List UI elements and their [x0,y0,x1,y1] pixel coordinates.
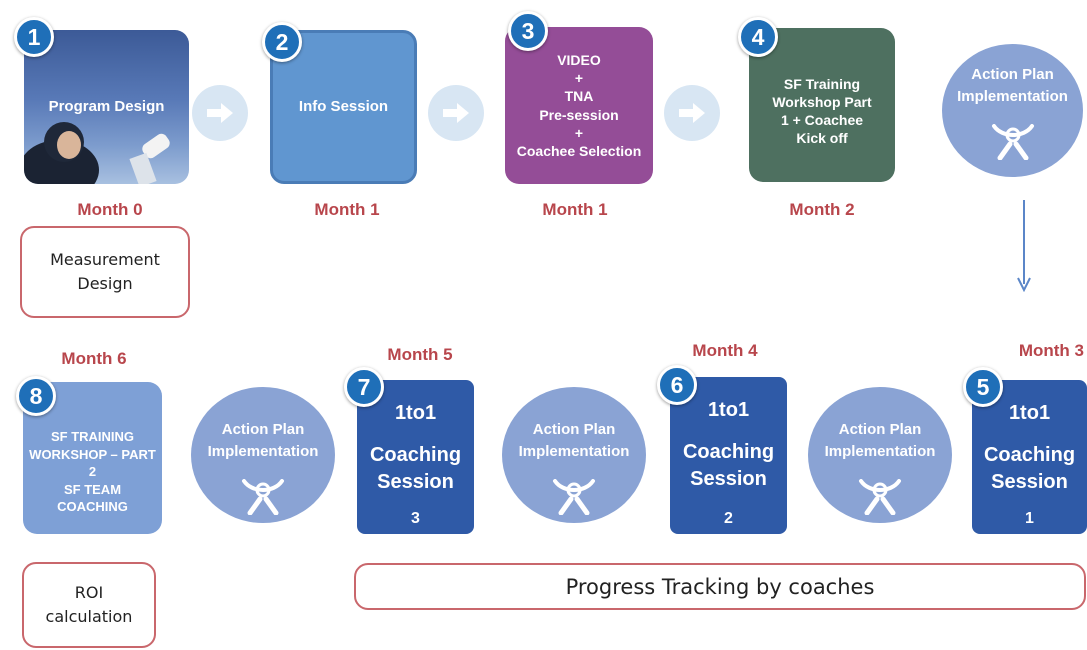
step-5-line4: 1 [1025,510,1034,527]
action-plan-circle-1: Action Plan Implementation [191,387,335,523]
action-plan-line2: Implementation [518,442,630,460]
down-arrow-icon [1017,200,1031,292]
step-3-line4: Pre-session [539,106,619,123]
action-plan-line1: Action Plan [532,421,616,438]
measurement-line1: Measurement [50,250,160,269]
step-5-box: 1to1 Coaching Session 1 [972,380,1087,534]
right-arrow-icon [443,103,469,123]
step-6-line3: Session [690,468,767,490]
measurement-line2: Design [77,274,133,293]
person-icon [553,479,595,515]
step-1-month: Month 0 [77,200,143,219]
step-8-box: SF TRAINING WORKSHOP – PART 2 SF TEAM CO… [23,382,162,534]
flow-arrow-1 [192,85,248,141]
person-icon [991,124,1034,160]
step-5-badge: 5 [963,367,1003,407]
step-2-box: Info Session [270,30,417,184]
step-7-line4: 3 [411,510,420,527]
step-7-line3: Session [377,471,454,493]
step-1-box: Program Design [24,30,189,184]
roi-line1: ROI [74,583,104,602]
step-2-badge: 2 [262,22,302,62]
step-8-badge: 8 [16,376,56,416]
action-plan-circle-3: Action Plan Implementation [808,387,952,523]
step-7-box: 1to1 Coaching Session 3 [357,380,474,534]
step-3-line5: + [574,124,584,141]
step-6-month: Month 4 [692,341,758,360]
right-arrow-icon [679,103,705,123]
step-3-line1: VIDEO [557,51,601,68]
flow-arrow-2 [428,85,484,141]
measurement-design-box: Measurement Design [20,226,190,318]
step-7-month: Month 5 [387,345,453,364]
step-3-month: Month 1 [542,200,608,219]
action-plan-circle-2: Action Plan Implementation [502,387,646,523]
action-plan-line1: Action Plan [221,421,305,438]
flow-arrow-3 [664,85,720,141]
step-7-badge: 7 [344,367,384,407]
action-plan-line2: Implementation [957,87,1068,105]
action-plan-line1: Action Plan [971,66,1054,83]
step-8-line2: WORKSHOP – PART [29,446,156,462]
step-8-line1: SF TRAINING [50,429,135,445]
step-1-badge: 1 [14,17,54,57]
step-3-line2: + [574,70,584,87]
step-7-line1: 1to1 [394,402,437,424]
roi-calculation-box: ROI calculation [22,562,156,648]
action-plan-line2: Implementation [824,442,936,460]
step-4-line3: 1 + Coachee [780,112,864,128]
action-plan-circle-top: Action Plan Implementation [942,44,1083,177]
step-5-month: Month 3 [1018,341,1084,360]
step-8-line3: 2 [88,464,97,480]
step-4-box: SF Training Workshop Part 1 + Coachee Ki… [749,28,895,182]
step-8-line4: SF TEAM [63,481,122,497]
person-icon [859,479,901,515]
step-6-line4: 2 [724,510,733,527]
person-icon [242,479,284,515]
progress-tracking-label: Progress Tracking by coaches [565,574,875,599]
person-photo-icon [24,122,170,184]
step-2-month: Month 1 [314,200,380,219]
step-4-line4: Kick off [796,130,848,147]
roi-line2: calculation [45,607,133,626]
right-arrow-icon [207,103,233,123]
step-4-badge: 4 [738,17,778,57]
step-8-line5: COACHING [57,499,128,515]
progress-tracking-box: Progress Tracking by coaches [354,563,1086,610]
step-8-month: Month 6 [61,349,127,368]
step-6-line1: 1to1 [707,399,750,421]
step-2-label: Info Session [298,98,389,115]
step-3-box: VIDEO + TNA Pre-session + Coachee Select… [505,27,653,184]
step-6-badge: 6 [657,365,697,405]
step-3-line3: TNA [564,88,594,105]
step-5-line1: 1to1 [1008,402,1051,424]
step-4-month: Month 2 [789,200,855,219]
step-4-line2: Workshop Part [772,93,872,110]
step-7-line2: Coaching [369,444,462,466]
action-plan-line1: Action Plan [838,421,922,438]
step-5-line2: Coaching [983,444,1076,466]
step-3-line6: Coachee Selection [516,142,642,159]
action-plan-line2: Implementation [207,442,319,460]
step-6-line2: Coaching [682,441,775,463]
step-1-label: Program Design [48,98,165,115]
step-6-box: 1to1 Coaching Session 2 [670,377,787,534]
step-4-line1: SF Training [783,75,861,92]
step-5-line3: Session [991,471,1068,493]
step-3-badge: 3 [508,11,548,51]
